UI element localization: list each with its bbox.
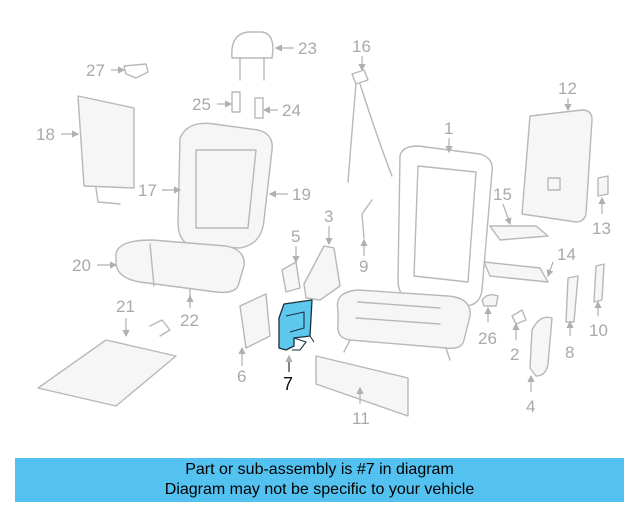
part-11-cover[interactable] <box>315 355 409 417</box>
callout-14: 14 <box>557 245 576 264</box>
parts-diagram: 23 27 25 24 18 17 19 20 22 21 16 1 3 5 9… <box>36 31 611 428</box>
part-15-bracket[interactable] <box>489 225 549 241</box>
part-18-back-panel[interactable] <box>77 95 135 205</box>
part-7-bracket-highlighted[interactable] <box>278 299 315 351</box>
callout-4: 4 <box>526 397 535 416</box>
part-14-bracket[interactable] <box>483 261 549 283</box>
callout-5: 5 <box>291 227 300 246</box>
part-10-bracket[interactable] <box>593 263 605 303</box>
callout-26: 26 <box>478 329 497 348</box>
callout-10: 10 <box>589 321 608 340</box>
part-26-knob[interactable] <box>481 293 499 307</box>
callout-27: 27 <box>86 61 105 80</box>
part-2-clip[interactable] <box>511 309 527 325</box>
part-4-trim[interactable] <box>529 316 553 377</box>
callout-18: 18 <box>36 125 55 144</box>
part-1-seat-frame[interactable] <box>336 145 493 361</box>
callout-16: 16 <box>352 37 371 56</box>
part-23-headrest[interactable] <box>231 31 274 81</box>
banner-line-part: Part or sub-assembly is #7 in diagram <box>185 461 454 478</box>
callout-9: 9 <box>359 257 368 276</box>
leader-lines <box>61 44 606 404</box>
callout-17: 17 <box>138 181 157 200</box>
part-5-bracket[interactable] <box>281 261 301 293</box>
callout-2: 2 <box>510 345 519 364</box>
callout-22: 22 <box>180 311 199 330</box>
callout-labels: 23 27 25 24 18 17 19 20 22 21 16 1 3 5 9… <box>36 37 611 428</box>
callout-21: 21 <box>116 297 135 316</box>
callout-3: 3 <box>324 207 333 226</box>
part-17-19-seat-back[interactable] <box>177 122 273 249</box>
part-21-floor-mat[interactable] <box>37 319 177 407</box>
part-27-clip[interactable] <box>123 63 149 79</box>
part-25-guide[interactable] <box>231 91 241 113</box>
callout-19: 19 <box>292 185 311 204</box>
callout-6: 6 <box>237 367 246 386</box>
callout-12: 12 <box>558 79 577 98</box>
callout-13: 13 <box>592 219 611 238</box>
part-12-back-panel[interactable] <box>521 109 593 223</box>
part-9-rod[interactable] <box>361 199 373 239</box>
part-24-guide[interactable] <box>254 97 264 119</box>
callout-11: 11 <box>352 409 370 428</box>
callout-23: 23 <box>298 39 317 58</box>
part-8-bracket[interactable] <box>565 275 579 323</box>
part-16-cable[interactable] <box>347 69 393 183</box>
part-info-banner: Part or sub-assembly is #7 in diagram Di… <box>15 458 624 502</box>
callout-15: 15 <box>493 185 512 204</box>
banner-line-disclaimer: Diagram may not be specific to your vehi… <box>164 481 475 498</box>
callout-1: 1 <box>444 119 453 138</box>
part-6-plate[interactable] <box>239 293 271 349</box>
callout-20: 20 <box>72 256 91 275</box>
callout-8: 8 <box>565 343 574 362</box>
part-3-bracket[interactable] <box>303 245 341 301</box>
part-20-seat-cushion[interactable] <box>115 239 245 294</box>
callout-25: 25 <box>192 95 211 114</box>
part-13-clip[interactable] <box>597 175 609 197</box>
callout-24: 24 <box>282 101 301 120</box>
callout-7-highlighted: 7 <box>283 374 293 394</box>
